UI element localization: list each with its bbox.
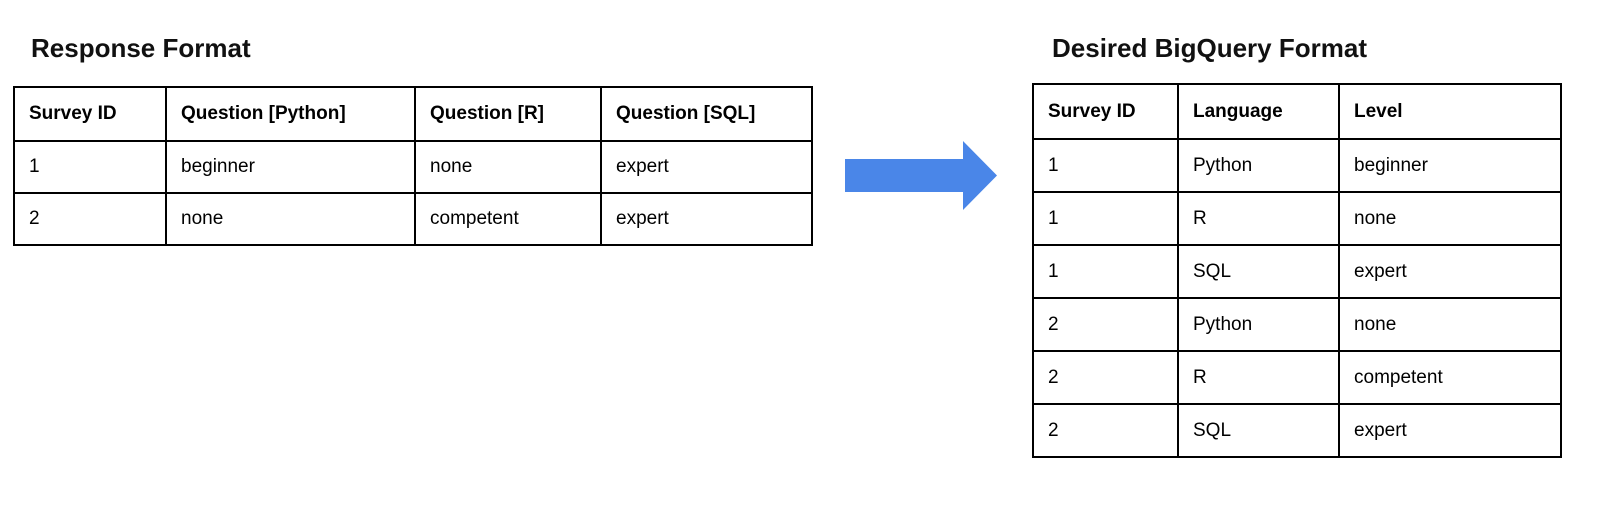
- column-header-level: Level: [1338, 83, 1562, 140]
- cell-survey-id: 2: [13, 192, 167, 246]
- cell-level: expert: [1338, 403, 1562, 458]
- cell-survey-id: 1: [1032, 244, 1179, 299]
- table-header-row: Survey ID Question [Python] Question [R]…: [13, 86, 813, 142]
- cell-question-sql: expert: [600, 192, 813, 246]
- cell-survey-id: 1: [13, 140, 167, 194]
- table-row: 1 R none: [1032, 191, 1562, 246]
- bigquery-format-title: Desired BigQuery Format: [1052, 33, 1367, 63]
- cell-language: R: [1177, 191, 1340, 246]
- cell-level: none: [1338, 297, 1562, 352]
- cell-question-r: none: [414, 140, 602, 194]
- cell-survey-id: 2: [1032, 350, 1179, 405]
- cell-survey-id: 1: [1032, 138, 1179, 193]
- cell-level: competent: [1338, 350, 1562, 405]
- cell-survey-id: 2: [1032, 403, 1179, 458]
- table-row: 2 Python none: [1032, 297, 1562, 352]
- table-row: 2 none competent expert: [13, 192, 813, 246]
- cell-question-sql: expert: [600, 140, 813, 194]
- table-row: 2 SQL expert: [1032, 403, 1562, 458]
- cell-language: SQL: [1177, 403, 1340, 458]
- cell-level: none: [1338, 191, 1562, 246]
- cell-language: R: [1177, 350, 1340, 405]
- column-header-language: Language: [1177, 83, 1340, 140]
- table-row: 1 SQL expert: [1032, 244, 1562, 299]
- cell-language: Python: [1177, 138, 1340, 193]
- column-header-question-r: Question [R]: [414, 86, 602, 142]
- cell-level: expert: [1338, 244, 1562, 299]
- response-format-table: Survey ID Question [Python] Question [R]…: [13, 86, 813, 246]
- table-row: 1 Python beginner: [1032, 138, 1562, 193]
- response-format-title: Response Format: [31, 33, 251, 63]
- cell-question-r: competent: [414, 192, 602, 246]
- table-header-row: Survey ID Language Level: [1032, 83, 1562, 140]
- column-header-question-python: Question [Python]: [165, 86, 416, 142]
- bigquery-format-table: Survey ID Language Level 1 Python beginn…: [1032, 83, 1562, 458]
- column-header-question-sql: Question [SQL]: [600, 86, 813, 142]
- cell-survey-id: 1: [1032, 191, 1179, 246]
- cell-language: Python: [1177, 297, 1340, 352]
- cell-survey-id: 2: [1032, 297, 1179, 352]
- arrow-right-shape: [845, 141, 997, 210]
- column-header-survey-id: Survey ID: [13, 86, 167, 142]
- cell-language: SQL: [1177, 244, 1340, 299]
- table-row: 2 R competent: [1032, 350, 1562, 405]
- cell-question-python: beginner: [165, 140, 416, 194]
- cell-level: beginner: [1338, 138, 1562, 193]
- column-header-survey-id: Survey ID: [1032, 83, 1179, 140]
- arrow-right-icon: [845, 141, 997, 210]
- table-row: 1 beginner none expert: [13, 140, 813, 194]
- cell-question-python: none: [165, 192, 416, 246]
